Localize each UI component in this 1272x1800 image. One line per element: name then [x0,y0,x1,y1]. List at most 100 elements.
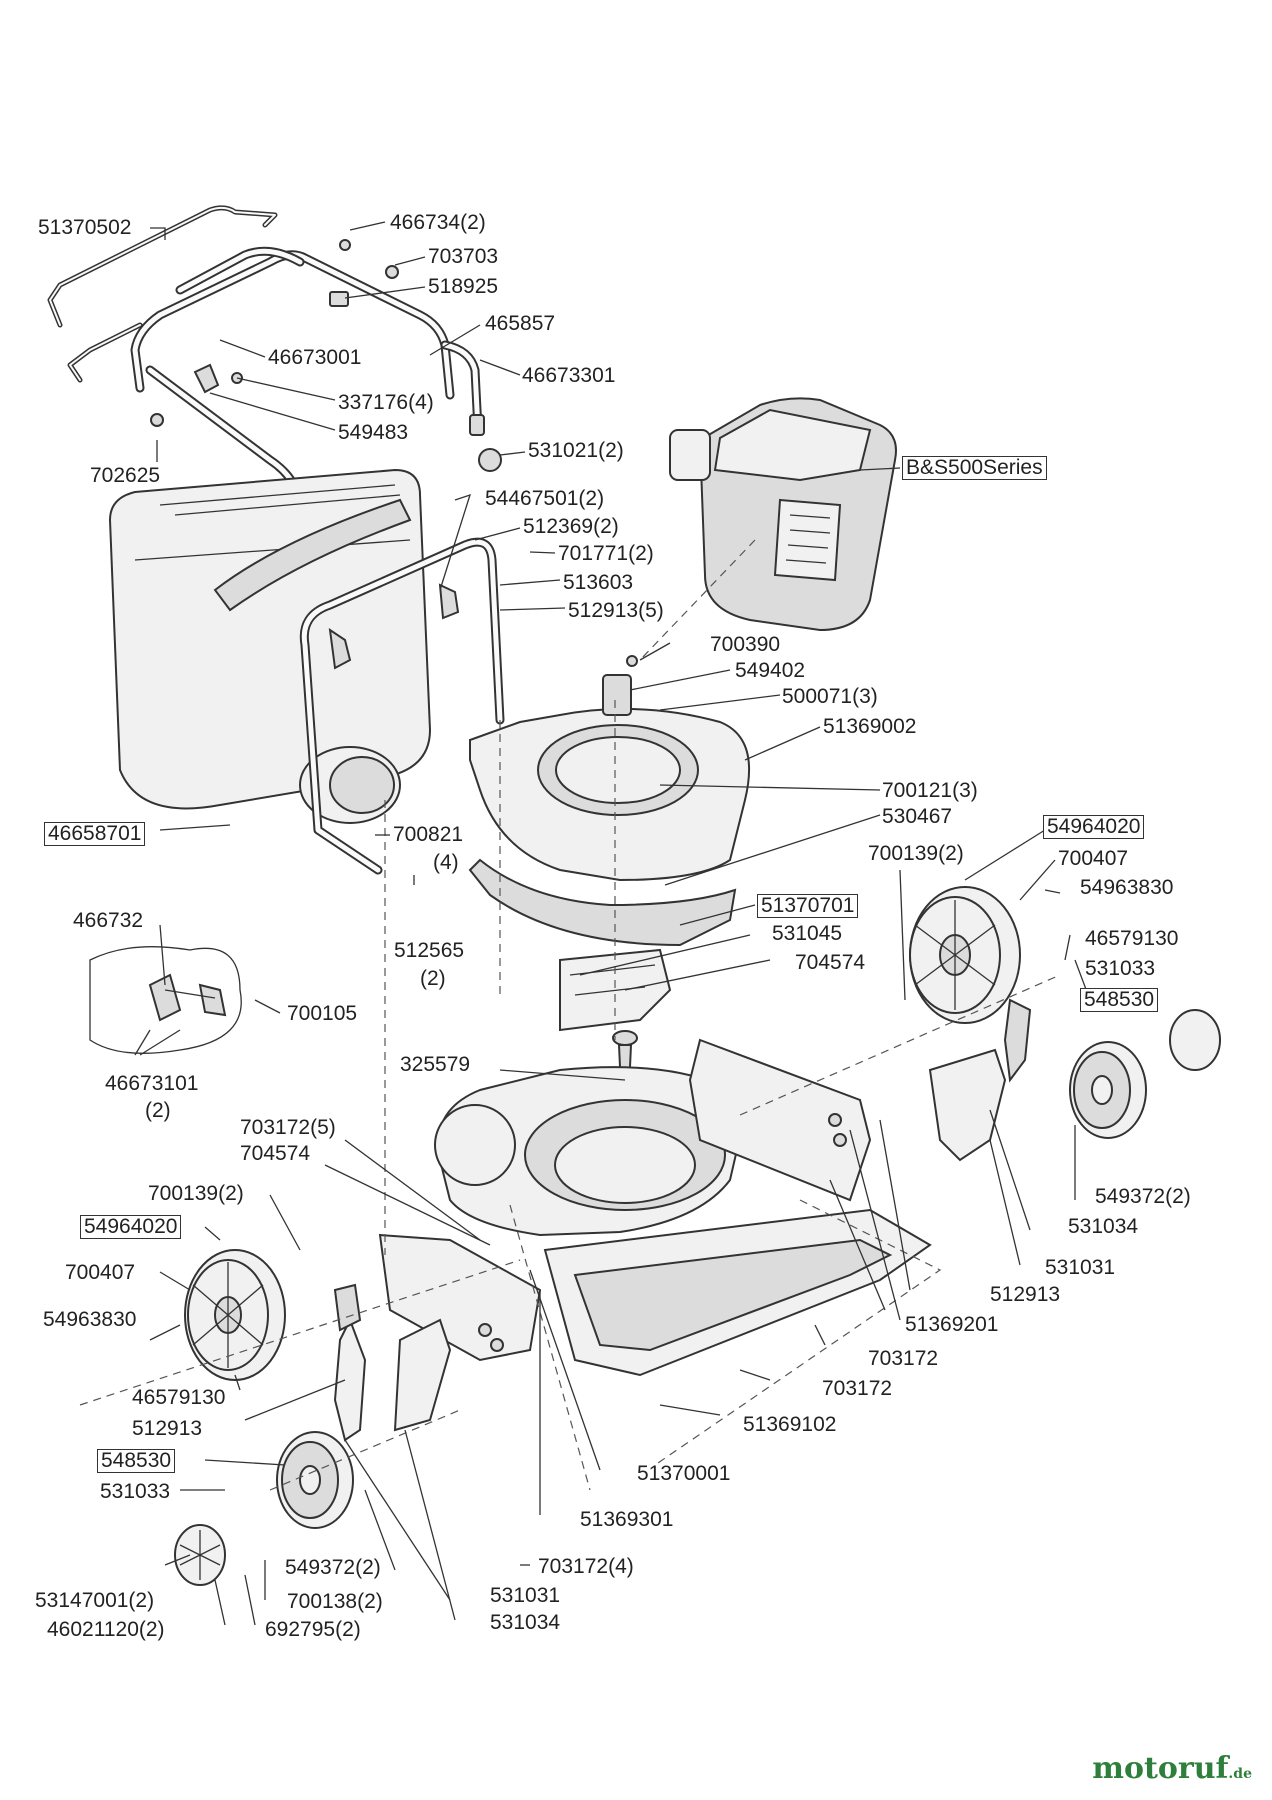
wheel-54964020-left [184,1249,286,1381]
height-adjuster-531034-left [333,1283,452,1442]
assembly-line [509,1204,591,1491]
part-label: 466734(2) [390,211,486,234]
part-label-boxed: 46658701 [44,822,146,846]
part-label: 54963830 [1080,876,1174,899]
handle-end-cap [469,414,485,436]
part-label: 549372(2) [1095,1185,1191,1208]
assembly-line [79,1259,521,1406]
part-label: (4) [433,851,459,874]
part-label-boxed: B&S500Series [902,456,1047,480]
part-label: 46673101 [105,1072,199,1095]
washer-700390 [626,655,638,667]
assembly-line [269,1409,461,1491]
wheel-54964020-right [909,886,1021,1024]
part-label: 531034 [1068,1215,1139,1238]
part-label: 692795(2) [265,1618,361,1641]
engine-bs500series [669,397,897,632]
part-label: 549402 [735,659,806,682]
part-label: 704574 [795,951,866,974]
axle-bracket-51369201 [688,1038,872,1202]
part-label: 46673301 [522,364,616,387]
part-label: (2) [145,1099,171,1122]
watermark-logo: motoruf.de [1092,1751,1252,1786]
part-label: 54467501(2) [485,487,605,510]
part-label: 512565 [394,939,465,962]
part-label: 46673001 [268,346,362,369]
part-label: 700139(2) [148,1182,244,1205]
part-label: 700105 [287,1002,358,1025]
knob-531021 [478,448,502,472]
part-label: 466732 [73,909,144,932]
detail-inset-466732 [89,946,242,1054]
part-label: 518925 [428,275,499,298]
part-label: 701771(2) [558,542,654,565]
grass-bag-46658701 [108,468,432,824]
bolt-702625 [150,413,164,427]
part-label: 51369201 [905,1313,999,1336]
part-label: 500071(3) [782,685,878,708]
part-label: 700138(2) [287,1590,383,1613]
part-label: 703172 [822,1377,893,1400]
part-label: 703172(5) [240,1116,336,1139]
part-label: 531031 [490,1584,561,1607]
part-label: 337176(4) [338,391,434,414]
part-label-boxed: 51370701 [757,894,859,918]
part-label: 465857 [485,312,556,335]
part-label: 53147001(2) [35,1589,155,1612]
part-label: 531034 [490,1611,561,1634]
blower-housing-51369002 [468,707,751,947]
part-label: 531045 [772,922,843,945]
spacer-549402 [602,674,632,716]
wheel-548530-left [276,1431,354,1529]
part-label: 700121(3) [882,779,978,802]
part-label: 512913 [132,1417,203,1440]
part-label: 703172 [868,1347,939,1370]
hubcap-right [1169,1009,1221,1071]
hubcap-46021120 [174,1524,226,1586]
part-label: 549483 [338,421,409,444]
axle-bracket-51369301 [378,1233,542,1362]
part-label-boxed: 54964020 [1043,815,1145,839]
part-label: 531031 [1045,1256,1116,1279]
part-label: 704574 [240,1142,311,1165]
leader-lines [134,221,1091,1626]
part-label: 703703 [428,245,499,268]
rear-frame-513603 [299,537,505,875]
part-label: 531033 [1085,957,1156,980]
part-label: 700821 [393,823,464,846]
part-label: 51370502 [38,216,132,239]
part-label-boxed: 548530 [97,1449,176,1473]
part-label: 531021(2) [528,439,624,462]
part-label: 549372(2) [285,1556,381,1579]
part-label: 51369301 [580,1508,674,1531]
height-adjuster-531034-right [928,998,1032,1162]
part-label: 51369002 [823,715,917,738]
part-label: 54963830 [43,1308,137,1331]
part-label: 700407 [1058,847,1129,870]
part-label: 531033 [100,1480,171,1503]
screw-466734 [339,239,351,251]
control-bar-51370502 [47,205,278,383]
deck-51369102 [434,1066,932,1377]
part-label: 51369102 [743,1413,837,1436]
part-label: 703172(4) [538,1555,634,1578]
screw-703703 [385,265,399,279]
part-label-boxed: 54964020 [80,1215,182,1239]
part-label: 51370001 [637,1462,731,1485]
fan-51370701 [559,948,672,1032]
part-label: 46021120(2) [47,1618,165,1641]
part-label: 700390 [710,633,781,656]
part-label: 512913 [990,1283,1061,1306]
washer-704574 [612,1030,638,1046]
part-label: 702625 [90,464,161,487]
part-label: 530467 [882,805,953,828]
part-label: 512913(5) [568,599,664,622]
cable-clip-518925 [329,291,349,307]
assembly-line [739,974,1061,1116]
handle-clamp-549483 [193,363,220,394]
part-label: 46579130 [132,1386,226,1409]
part-label: (2) [420,967,446,990]
part-label: 513603 [563,571,634,594]
upper-handle-bar [130,246,483,435]
